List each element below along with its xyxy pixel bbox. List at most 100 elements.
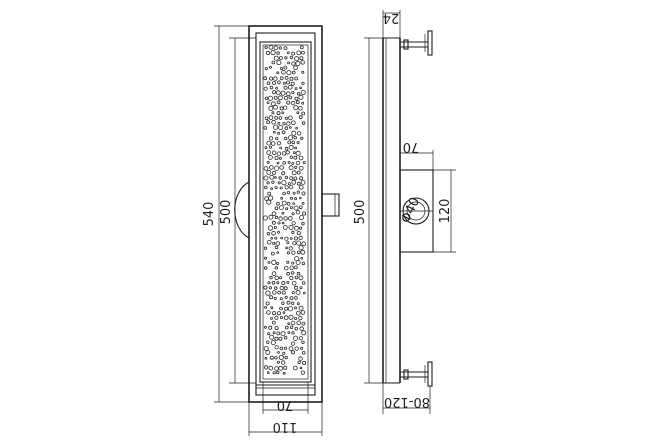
perforation-hole (278, 125, 284, 131)
perforation-hole (294, 165, 298, 169)
perforation-hole (265, 290, 271, 296)
perforation-hole (294, 96, 299, 101)
perforation-hole (267, 332, 271, 336)
perforation-hole (292, 365, 298, 371)
perforation-hole (286, 121, 291, 126)
perforation-hole (295, 161, 300, 166)
perforation-hole (272, 81, 276, 85)
perforation-hole (266, 181, 270, 185)
perforation-hole (298, 356, 303, 361)
perforation-hole (286, 300, 291, 305)
perforation-hole (277, 351, 280, 354)
perforation-hole (274, 176, 277, 179)
perforation-hole (274, 345, 279, 350)
perforation-hole (271, 320, 276, 325)
perforation-hole (271, 220, 276, 225)
perforation-hole (283, 85, 288, 90)
perforation-hole (286, 51, 290, 55)
perforation-hole (291, 261, 295, 265)
perforation-hole (287, 331, 291, 335)
perforation-hole (300, 60, 305, 65)
perforation-hole (291, 51, 296, 56)
outlet-stub (321, 193, 340, 217)
perforation-hole (291, 230, 295, 234)
perforation-hole (286, 241, 290, 245)
perforation-hole (263, 86, 268, 91)
perforation-hole (266, 120, 271, 125)
perforation-hole (288, 144, 294, 150)
perforation-hole (273, 296, 277, 300)
perforation-hole (286, 280, 290, 284)
perforation-hole (276, 360, 280, 364)
perforation-hole (275, 86, 279, 90)
perforation-hole (301, 321, 306, 326)
perforation-hole (298, 336, 303, 341)
dimension-channel-height: 500 (353, 37, 383, 384)
perforation-hole (295, 310, 301, 316)
perforation-hole (288, 346, 294, 352)
perforation-hole (270, 237, 274, 240)
perforation-hole (291, 221, 296, 226)
dimension-label-120: 120 (438, 199, 453, 224)
perforation-hole (278, 216, 283, 221)
perforation-hole (287, 306, 294, 312)
perforation-hole (294, 316, 298, 320)
perforation-hole (266, 340, 270, 344)
perforation-hole (299, 56, 304, 61)
perforation-hole (274, 155, 279, 160)
perforation-hole (294, 146, 298, 150)
perforation-hole (267, 191, 272, 196)
perforation-hole (291, 130, 297, 136)
perforation-hole (277, 95, 283, 101)
perforation-hole (287, 85, 293, 90)
perforation-hole (280, 331, 286, 337)
perforation-hole (295, 259, 301, 265)
perforation-hole (298, 235, 303, 240)
perforation-hole (290, 341, 296, 346)
grate-inner-border (262, 44, 309, 380)
perforation-hole (272, 90, 277, 95)
perforation-hole (283, 346, 288, 350)
perforation-hole (269, 76, 274, 81)
perforation-hole (276, 71, 280, 75)
perforation-hole (286, 191, 290, 195)
perforation-hole (274, 326, 279, 331)
perforation-hole (263, 126, 268, 130)
perforation-hole (281, 130, 286, 135)
top-adjustable-foot (400, 30, 433, 56)
perforation-hole (282, 351, 286, 355)
perforation-hole (285, 150, 290, 155)
perforation-hole (263, 246, 268, 250)
perforation-hole (282, 191, 286, 196)
perforation-hole (279, 316, 283, 320)
outlet-diameter-label: Φ40 (398, 195, 423, 226)
perforation-hole (287, 182, 291, 186)
perforation-hole (299, 196, 302, 200)
perforation-hole (283, 365, 288, 370)
perforation-hole (298, 275, 304, 281)
perforation-hole (301, 340, 305, 344)
perforation-hole (263, 256, 267, 260)
perforation-hole (298, 305, 304, 311)
perforation-hole (274, 356, 278, 360)
perforation-hole (263, 285, 268, 290)
perforation-hole (299, 366, 303, 370)
perforation-hole (280, 360, 286, 365)
perforation-hole (272, 124, 279, 130)
perforation-hole (280, 90, 286, 96)
perforation-hole (270, 306, 274, 310)
perforation-hole (276, 161, 280, 165)
perforation-hole (281, 180, 287, 186)
dimension-outlet-height: 120 (433, 169, 456, 253)
perforation-hole (286, 260, 290, 264)
perforation-hole (293, 225, 299, 231)
perforation-hole (281, 69, 286, 75)
perforation-hole (288, 314, 294, 320)
perforation-hole (265, 50, 270, 55)
perforation-hole (283, 286, 288, 291)
perforation-hole (266, 140, 272, 146)
perforation-hole (282, 225, 288, 230)
dimension-label-80-120: 80-120 (384, 394, 430, 409)
perforation-hole (293, 176, 298, 181)
outlet-arc (234, 181, 250, 239)
